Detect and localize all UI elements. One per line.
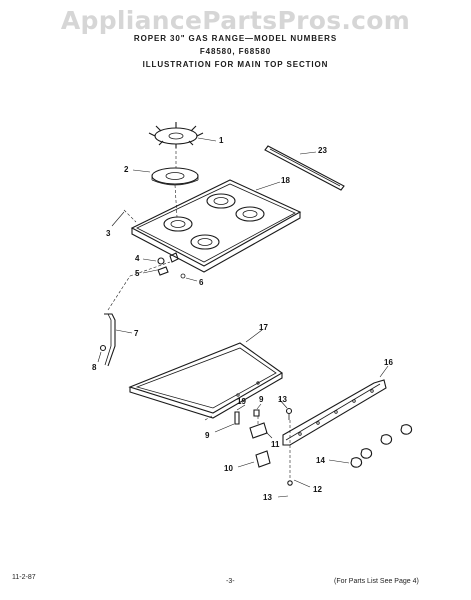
part-manifold-panel xyxy=(282,379,387,446)
callout-14: 14 xyxy=(316,456,325,465)
part-lower-hardware xyxy=(234,409,271,468)
callout-7: 7 xyxy=(134,329,139,338)
callout-8: 8 xyxy=(92,363,97,372)
callout-12: 12 xyxy=(313,485,322,494)
part-burner-bowl xyxy=(151,167,199,186)
callout-2: 2 xyxy=(124,165,129,174)
part-burner-grate xyxy=(148,122,204,148)
callout-13-top: 13 xyxy=(278,395,287,404)
callout-10: 10 xyxy=(224,464,233,473)
footer-page-number: -3- xyxy=(226,578,235,585)
callout-19: 19 xyxy=(237,397,246,406)
part-main-top xyxy=(130,179,302,273)
callout-3: 3 xyxy=(106,229,111,238)
part-screws xyxy=(285,407,293,486)
footer-date: 11-2-87 xyxy=(12,574,36,581)
callout-17: 17 xyxy=(259,323,268,332)
callout-6: 6 xyxy=(199,278,204,287)
part-trim-strip xyxy=(264,145,345,191)
callout-16: 16 xyxy=(384,358,393,367)
watermark: AppliancePartsPros.com xyxy=(60,6,411,35)
part-hinge-hardware xyxy=(157,252,186,279)
part-knob-inserts xyxy=(350,424,413,468)
callout-18: 18 xyxy=(281,176,290,185)
header-illustration-title: ILLUSTRATION FOR MAIN TOP SECTION xyxy=(142,60,329,69)
callout-5: 5 xyxy=(135,269,140,278)
callout-23: 23 xyxy=(318,146,327,155)
header-model-numbers: F48580, F68580 xyxy=(199,47,272,56)
callout-9-left: 9 xyxy=(205,431,210,440)
callout-11: 11 xyxy=(271,440,280,449)
callout-9-right: 9 xyxy=(259,395,264,404)
callout-13-bottom: 13 xyxy=(263,493,272,502)
callout-1: 1 xyxy=(219,136,224,145)
header-title: ROPER 30" GAS RANGE—MODEL NUMBERS xyxy=(133,34,338,43)
part-support-rod xyxy=(99,313,116,367)
part-burner-box xyxy=(128,342,284,419)
footer-parts-list-note: (For Parts List See Page 4) xyxy=(334,578,419,585)
callout-4: 4 xyxy=(135,254,140,263)
